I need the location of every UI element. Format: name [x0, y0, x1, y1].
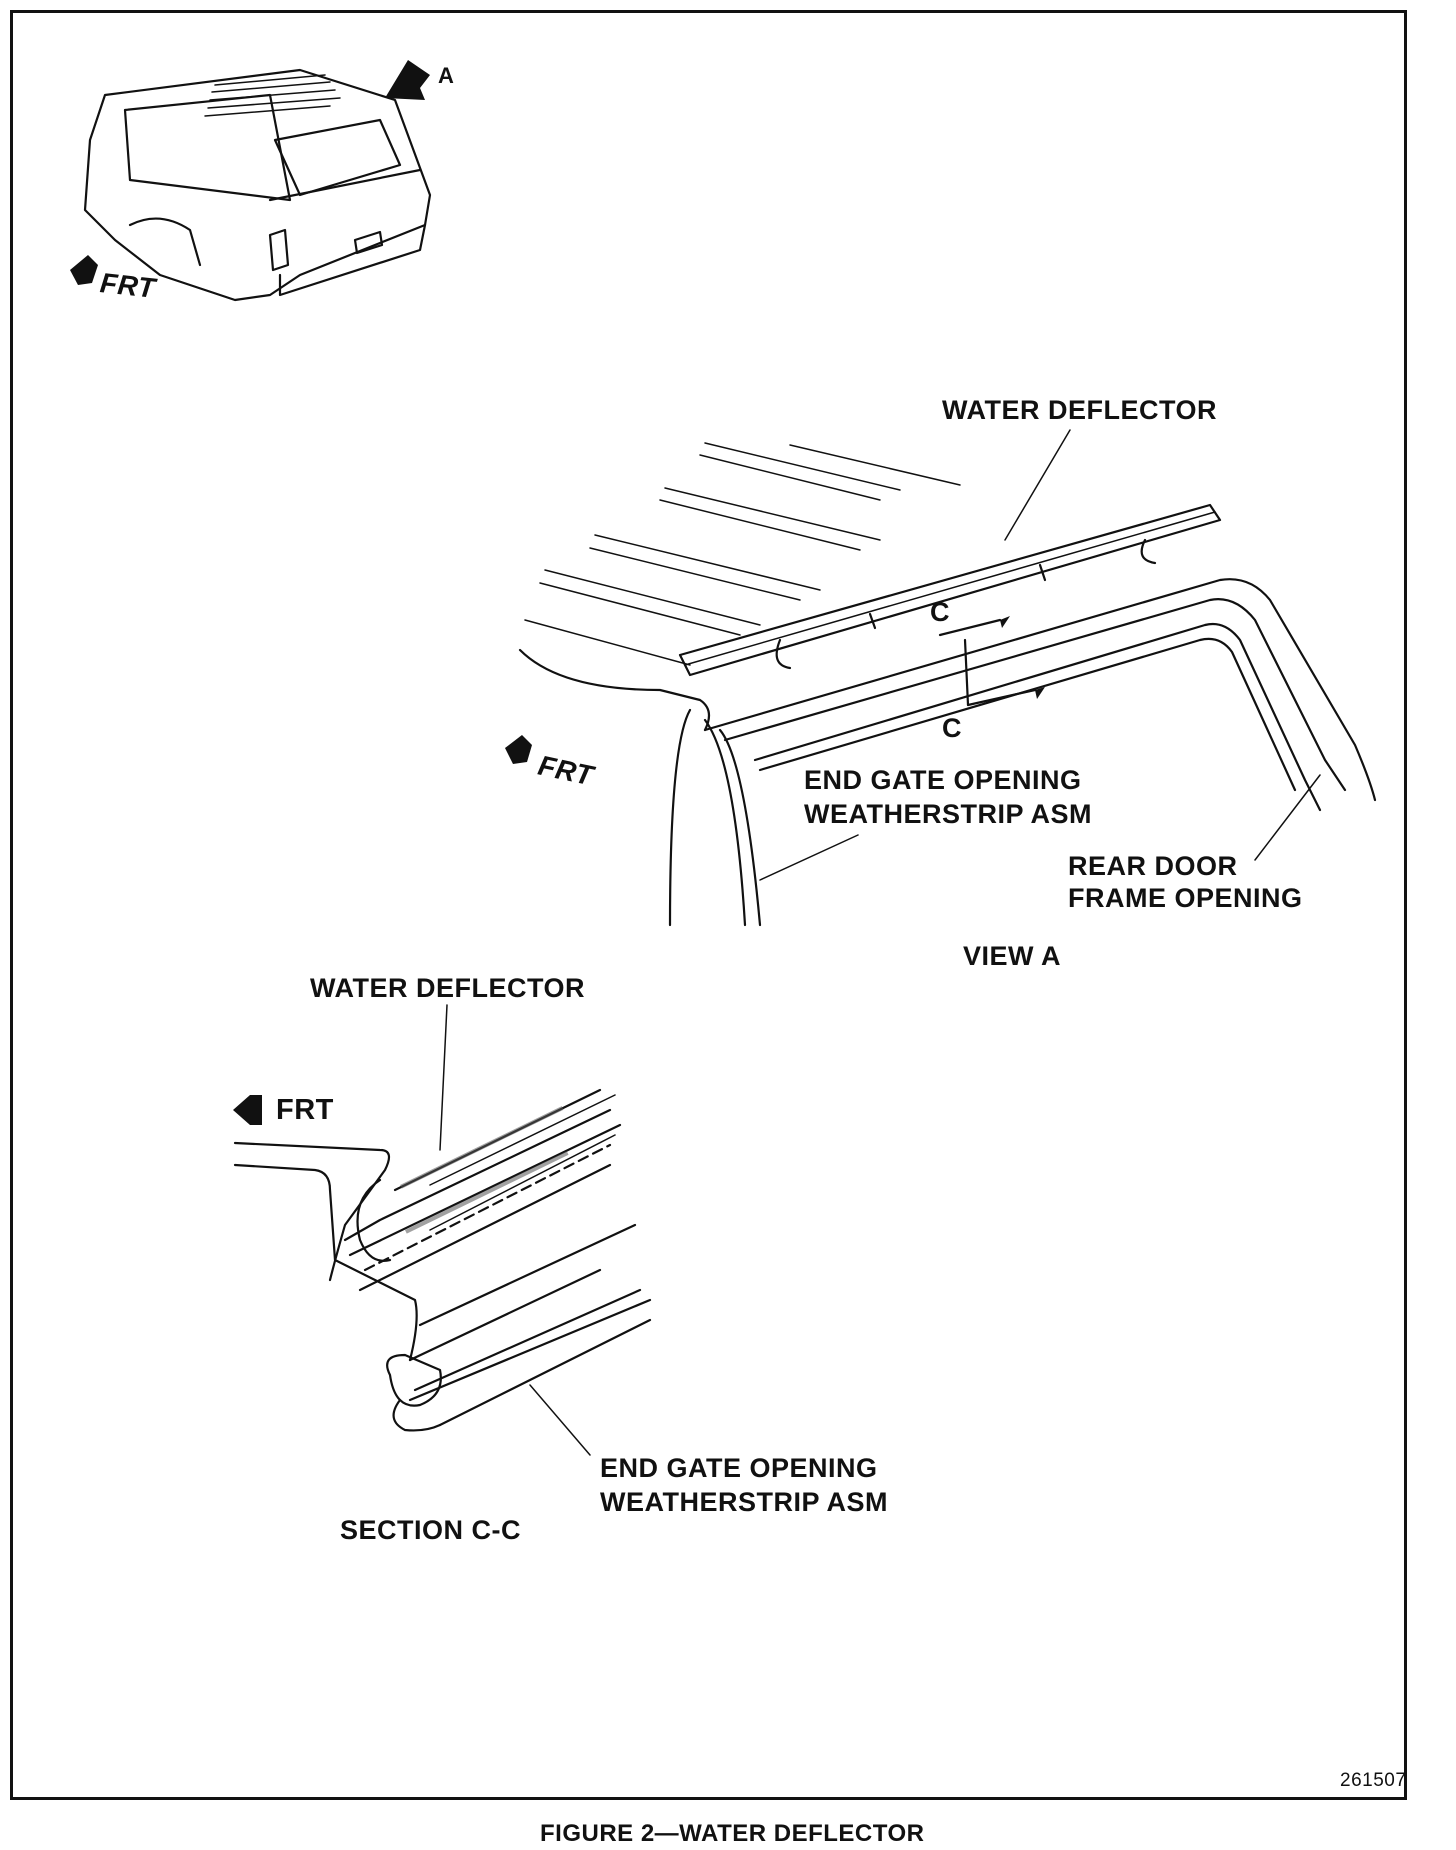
front-label-3: FRT	[276, 1094, 334, 1126]
figure-caption: FIGURE 2—WATER DEFLECTOR	[540, 1820, 925, 1847]
leader-water-deflector-top	[1004, 429, 1071, 541]
front-arrow-icon-1	[70, 255, 98, 285]
leader-end-gate-bottom	[529, 1384, 591, 1456]
end-gate-label-bottom-line2: WEATHERSTRIP ASM	[600, 1487, 889, 1517]
front-label-1: FRT	[98, 267, 157, 304]
view-a-label: VIEW A	[963, 941, 1062, 971]
figure-number: 261507	[1340, 1770, 1407, 1791]
water-deflector-label-bottom: WATER DEFLECTOR	[310, 973, 585, 1003]
front-arrow-icon-3	[233, 1095, 262, 1125]
vehicle-overview-drawing	[83, 68, 432, 302]
end-gate-label-top-line1: END GATE OPENING	[804, 765, 1082, 795]
section-cc-label: SECTION C-C	[340, 1515, 521, 1545]
section-cc-drawing	[233, 1088, 652, 1432]
figure-frame	[10, 10, 1407, 1800]
section-mark-lower: C	[942, 713, 962, 743]
end-gate-label-bottom-line1: END GATE OPENING	[600, 1453, 878, 1483]
rear-door-label-line2: FRAME OPENING	[1068, 883, 1303, 913]
end-gate-label-top-line2: WEATHERSTRIP ASM	[804, 799, 1093, 829]
leader-rear-door	[1254, 774, 1321, 861]
view-a-arrow-icon	[385, 60, 430, 100]
leader-water-deflector-bottom	[439, 1004, 448, 1151]
view-a-drawing	[518, 442, 1377, 927]
section-mark-upper: C	[930, 597, 950, 627]
view-a-arrow-label: A	[438, 63, 455, 88]
leader-end-gate-top	[759, 834, 859, 881]
rear-door-label-line1: REAR DOOR	[1068, 851, 1238, 881]
water-deflector-label-top: WATER DEFLECTOR	[942, 395, 1217, 425]
front-arrow-icon-2	[505, 735, 532, 764]
